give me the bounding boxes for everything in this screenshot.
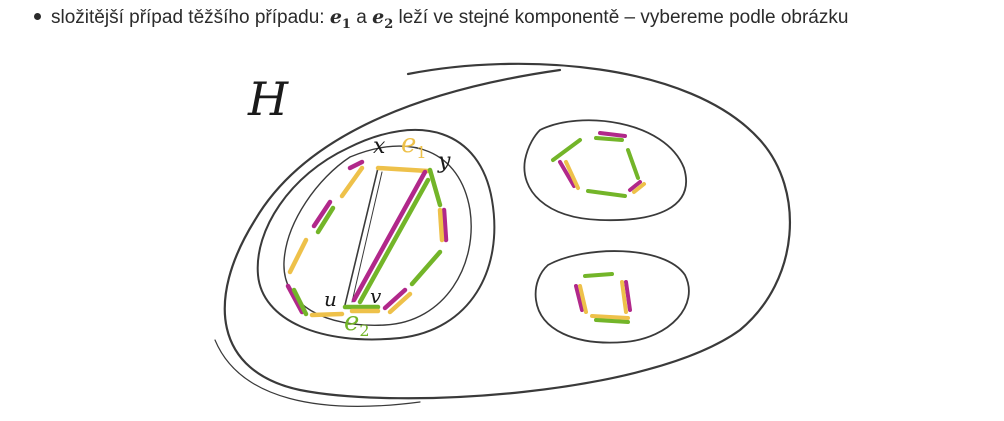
vertex-label-v: v: [370, 284, 382, 308]
edge-label-e2: e2: [344, 307, 370, 340]
component-main-inner-outline: [283, 145, 472, 326]
edge-left-magenta-1: [311, 199, 333, 229]
edge-right-green-1: [409, 249, 443, 287]
main-cycle-edges: [285, 159, 449, 318]
vertex-label-y: y: [437, 149, 451, 174]
component-upper-outline: [523, 119, 687, 222]
bullet-connector: a: [350, 7, 373, 28]
edge-right-yellow-1: [437, 207, 445, 243]
graph-label-h: H: [247, 72, 289, 126]
lower-edge-right-magenta: [624, 280, 632, 312]
graph-h-outline-inner: [214, 339, 421, 407]
lower-edge-bottom-green: [594, 318, 630, 324]
upper-edge-left-magenta: [558, 160, 576, 188]
upper-edge-left-yellow: [564, 160, 580, 190]
vertex-label-u: u: [324, 287, 337, 311]
edge-diag-magenta: [351, 169, 428, 303]
component-lower-outline: [534, 250, 690, 344]
chord-x-u: [344, 167, 379, 306]
bullet-dot: [34, 12, 41, 20]
edge-right-magenta-1: [441, 207, 449, 243]
edge-left-green-1: [315, 205, 336, 235]
edge-x-y-yellow: [375, 165, 431, 174]
upper-edge-right-green: [626, 148, 640, 180]
edge-v-right-magenta: [382, 287, 408, 311]
vertex-label-x: x: [373, 134, 386, 159]
bullet-line: složitější případ těžšího případu: e1 a …: [34, 4, 999, 38]
edge-x-left-yellow: [339, 165, 365, 199]
lower-edge-right-yellow: [620, 280, 628, 314]
upper-edge-right-magenta: [628, 180, 642, 192]
bullet-text-after: leží ve stejné komponentě – vybereme pod…: [393, 7, 849, 28]
math-e1: e1: [329, 6, 351, 32]
upper-edge-bottom-green: [586, 189, 627, 198]
edge-label-e1: e1: [401, 129, 427, 162]
bullet-text-before: složitější případ těžšího případu:: [51, 7, 330, 28]
lower-edge-top-green: [583, 272, 614, 278]
lower-edge-left-yellow: [578, 284, 588, 314]
upper-edge-left-green: [551, 138, 582, 162]
math-e2: e2: [372, 6, 394, 32]
edge-x-left-magenta: [347, 159, 365, 171]
upper-edge-right-yellow: [632, 182, 646, 194]
upper-edge-top-magenta: [598, 131, 627, 138]
lower-edge-bottom-yellow: [590, 314, 630, 320]
edge-y-green: [427, 167, 443, 208]
upper-edge-top-green: [594, 136, 624, 142]
lower-cycle-edges: [574, 272, 632, 324]
component-main-outline: [256, 128, 496, 341]
edge-left-green-2: [291, 287, 309, 317]
lower-edge-left-magenta: [574, 284, 584, 312]
edge-left-yellow-2: [287, 237, 309, 275]
edge-v-right-yellow: [387, 291, 413, 315]
chord-x-u-2: [351, 171, 383, 303]
edge-bottom-yellow: [309, 311, 345, 318]
graph-h-outline: [223, 62, 792, 400]
edge-diag-green: [357, 177, 431, 305]
edge-left-magenta-2: [285, 283, 305, 315]
upper-cycle-edges: [551, 131, 646, 198]
